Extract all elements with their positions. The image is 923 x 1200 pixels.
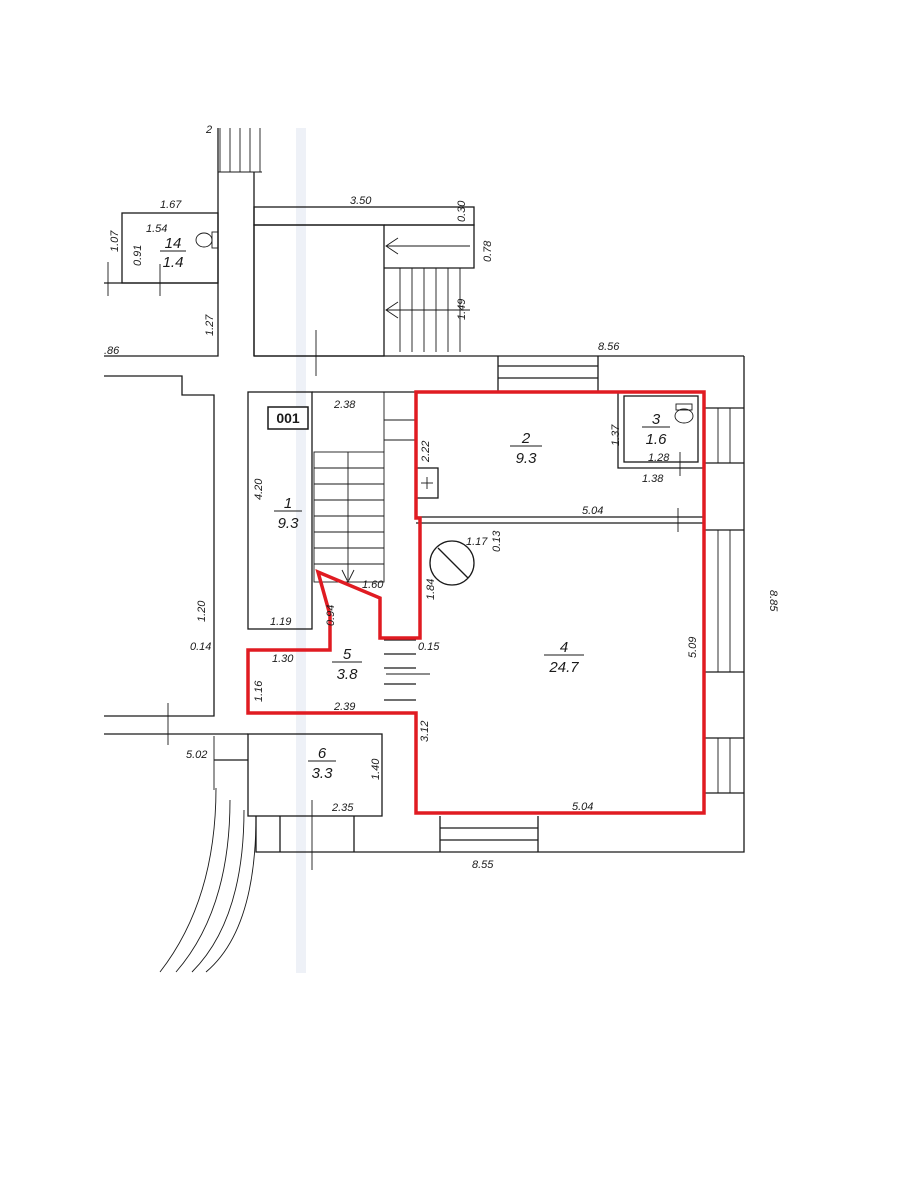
- dim-label: 1.27: [204, 314, 216, 336]
- dim-label: 1.38: [642, 473, 664, 485]
- toilet-icon-3: [674, 403, 694, 424]
- tag-box: [267, 406, 309, 430]
- room-14-area: 1.4: [163, 254, 184, 271]
- dim-label: 1.84: [425, 579, 437, 600]
- upper-stair-block: [253, 206, 744, 357]
- dim-label: 8.56: [598, 341, 620, 353]
- dim-label: 5.02: [186, 749, 207, 761]
- dim-label: 3.50: [350, 195, 372, 207]
- room-6-walls: [214, 733, 383, 852]
- window-marks-right: [717, 408, 731, 793]
- dim-label: 8.85: [767, 590, 779, 612]
- room-5-number: 5: [343, 646, 352, 663]
- partition-2-4: [416, 516, 704, 524]
- dim-label: 5.04: [582, 505, 603, 517]
- dim-label: 1.20: [196, 600, 208, 622]
- dim-label: 1.37: [610, 424, 622, 446]
- dim-label: 2: [205, 124, 212, 136]
- room-3-walls: [617, 392, 704, 469]
- room-14-number: 14: [165, 235, 182, 252]
- dim-label: 1.49: [456, 299, 468, 320]
- dim-label: 0.94: [325, 605, 337, 626]
- dim-label: 1.16: [253, 680, 265, 702]
- room-labels: 14 1.4 1 9.3 2 9.3 3 1.6 4 24.7 5 3.8 6 …: [160, 235, 670, 782]
- dim-label: 1.28: [648, 452, 670, 464]
- dimension-labels: 2 1.67 1.54 1.07 0.91 1.27 .86 3.50 0.30…: [104, 124, 779, 871]
- room-3-area: 1.6: [646, 431, 668, 448]
- dim-label: 0.91: [132, 245, 144, 266]
- room-1-area: 9.3: [278, 515, 300, 532]
- inner-stair: [313, 392, 416, 584]
- curved-entrance: [159, 736, 257, 973]
- dim-label: 0.13: [491, 530, 503, 552]
- dim-label: 1.67: [160, 199, 182, 211]
- room-5-walls: [384, 639, 416, 701]
- dim-label: 0.30: [456, 200, 468, 222]
- room-6-area: 3.3: [312, 765, 334, 782]
- highlight-outline: [246, 390, 706, 815]
- upper-stair-steps: [385, 237, 470, 352]
- dim-label: 4.20: [253, 478, 265, 500]
- room-1-number: 1: [284, 495, 292, 512]
- main-walls: [255, 356, 745, 853]
- room-3-number: 3: [652, 411, 661, 428]
- dim-label: 8.55: [472, 859, 494, 871]
- dim-label: 1.30: [272, 653, 294, 665]
- room-6-number: 6: [318, 745, 327, 762]
- dimension-ticks: [107, 262, 681, 870]
- room-1-walls: [247, 391, 439, 630]
- dim-label: 2.38: [333, 399, 356, 411]
- dim-label: 0.78: [482, 240, 494, 262]
- riser-symbol: [429, 540, 475, 586]
- top-left-stair: [218, 128, 262, 173]
- room-2-number: 2: [521, 430, 531, 447]
- dim-label: 2.35: [331, 802, 354, 814]
- dim-label: 1.17: [466, 536, 488, 548]
- dim-label: 0.15: [418, 641, 440, 653]
- scan-seam: [296, 128, 306, 973]
- dim-label: 5.09: [687, 637, 699, 658]
- room-4-number: 4: [560, 639, 568, 656]
- dim-label: 3.12: [419, 721, 431, 742]
- tag-label: 001: [276, 410, 300, 426]
- dim-label: 0.14: [190, 641, 211, 653]
- dim-label: 1.54: [146, 223, 167, 235]
- dim-label: 1.07: [109, 230, 121, 252]
- dim-label: 5.04: [572, 801, 593, 813]
- dim-label: .86: [104, 345, 120, 357]
- dim-label: 1.19: [270, 616, 291, 628]
- dim-label: 2.39: [333, 701, 355, 713]
- room-5-area: 3.8: [337, 666, 359, 683]
- walls-left: [104, 128, 255, 735]
- room-2-area: 9.3: [516, 450, 538, 467]
- dim-label: 2.22: [420, 441, 432, 463]
- dim-label: 1.60: [362, 579, 384, 591]
- dim-label: 1.40: [370, 758, 382, 780]
- room-4-area: 24.7: [548, 659, 579, 676]
- panel-plus-icon: [421, 477, 433, 489]
- toilet-icon-14: [195, 231, 219, 249]
